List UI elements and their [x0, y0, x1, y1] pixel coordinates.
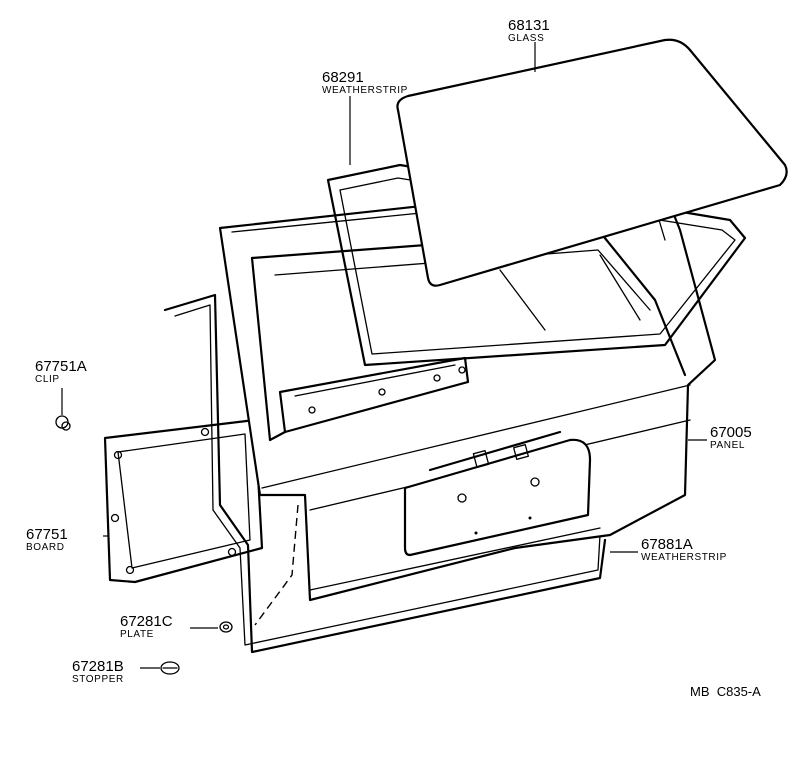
svg-text:67751A: 67751A: [35, 358, 87, 375]
clip-drawing: [55, 415, 71, 431]
label-clip: 67751A CLIP: [35, 358, 87, 385]
label-weatherstrip-glass: 68291 WEATHERSTRIP: [322, 69, 408, 96]
board-drawing: [103, 418, 264, 584]
glass-weatherstrip-drawing: [326, 163, 747, 367]
svg-text:PLATE: PLATE: [120, 629, 154, 640]
svg-text:67281C: 67281C: [120, 613, 173, 630]
svg-text:WEATHERSTRIP: WEATHERSTRIP: [641, 552, 727, 563]
svg-text:STOPPER: STOPPER: [72, 674, 124, 685]
label-glass: 68131 GLASS: [508, 17, 550, 44]
door-weatherstrip-drawing: [163, 293, 607, 654]
label-panel: 67005 PANEL: [710, 424, 752, 451]
reference-code: MB C835-A: [690, 684, 761, 699]
svg-text:68291: 68291: [322, 69, 364, 86]
panel-drawing: [218, 178, 717, 626]
svg-text:CLIP: CLIP: [35, 374, 60, 385]
svg-text:67881A: 67881A: [641, 536, 693, 553]
glass-drawing: [396, 38, 788, 287]
svg-text:PANEL: PANEL: [710, 440, 745, 451]
svg-text:68131: 68131: [508, 17, 550, 34]
label-stopper: 67281B STOPPER: [72, 658, 124, 685]
svg-text:67751: 67751: [26, 526, 68, 543]
label-plate: 67281C PLATE: [120, 613, 173, 640]
svg-text:WEATHERSTRIP: WEATHERSTRIP: [322, 85, 408, 96]
svg-text:BOARD: BOARD: [26, 542, 65, 553]
label-board: 67751 BOARD: [26, 526, 68, 553]
stopper-drawing: [160, 661, 180, 675]
svg-text:67005: 67005: [710, 424, 752, 441]
svg-text:67281B: 67281B: [72, 658, 124, 675]
svg-text:GLASS: GLASS: [508, 33, 544, 44]
label-weatherstrip-door: 67881A WEATHERSTRIP: [641, 536, 727, 563]
leader-lines: [61, 42, 707, 669]
plate-drawing: [219, 621, 233, 633]
